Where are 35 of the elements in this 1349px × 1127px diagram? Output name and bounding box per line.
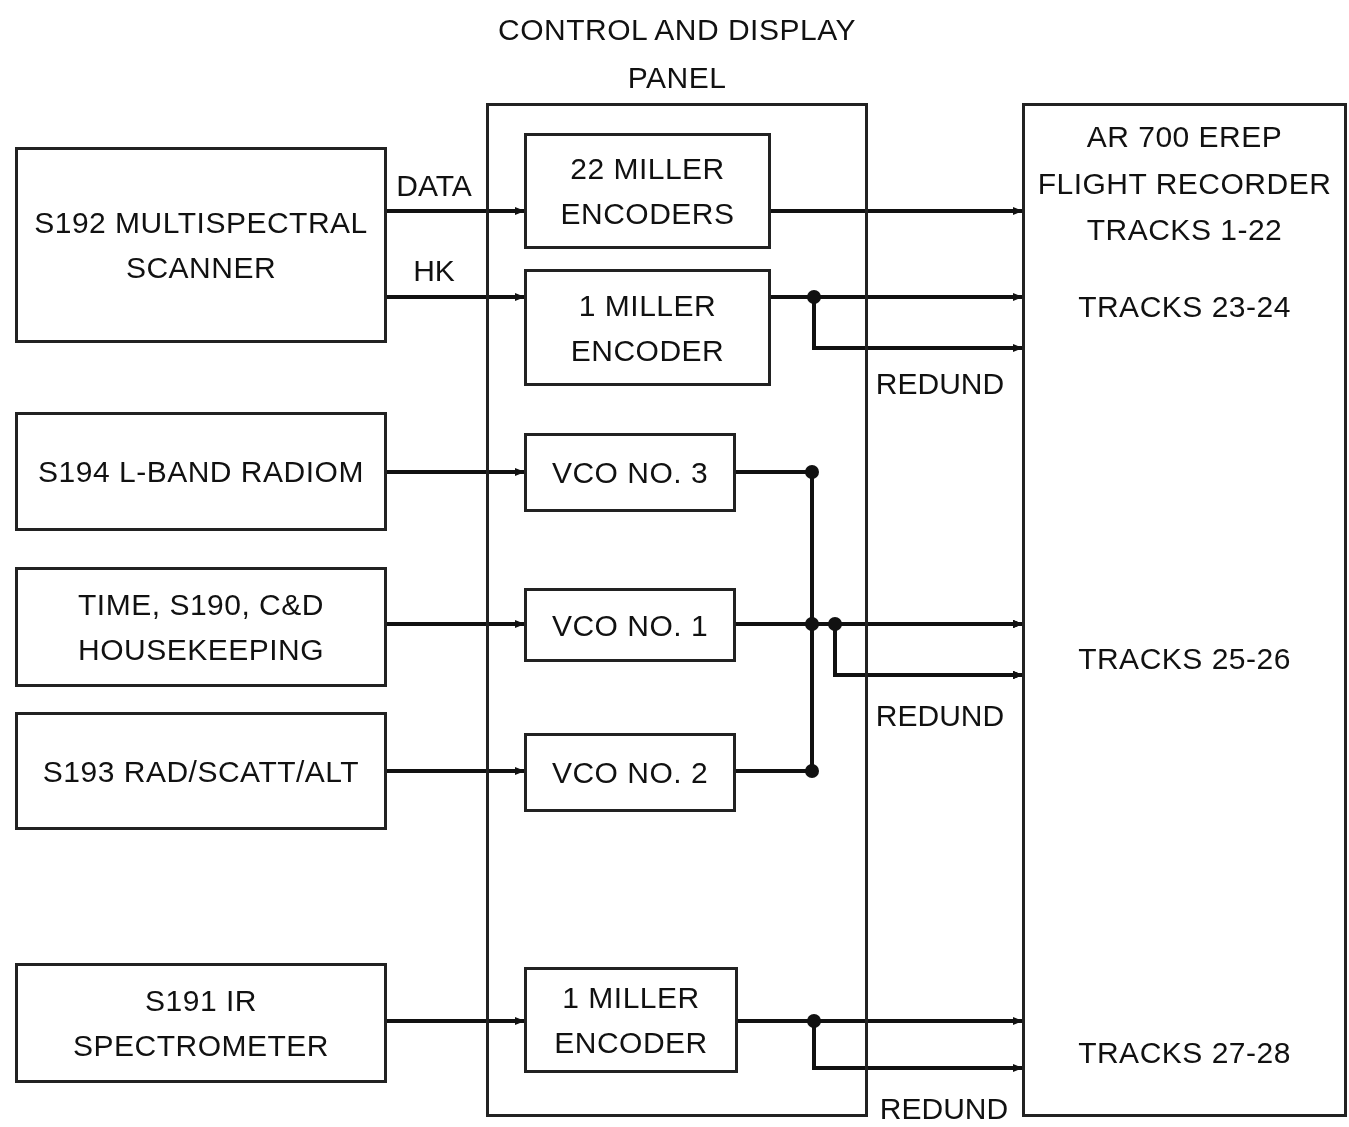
recorder-box	[1022, 103, 1347, 1117]
block-label: VCO NO. 3	[551, 455, 709, 491]
block-box	[524, 967, 738, 1073]
block-label: 1 MILLER ENCODER	[569, 287, 726, 369]
block-label: TRACKS 27-28	[1077, 1035, 1292, 1071]
block-box	[15, 712, 387, 830]
arrow	[387, 620, 525, 628]
block-box	[15, 567, 387, 687]
block-label: TRACKS 23-24	[1077, 289, 1292, 325]
block-box	[15, 963, 387, 1083]
block-box	[524, 733, 736, 812]
block-box	[524, 133, 771, 249]
block-label: VCO NO. 2	[551, 755, 709, 791]
arrow	[387, 767, 525, 775]
arrow	[771, 207, 1023, 215]
panel-heading: CONTROL AND DISPLAY PANEL	[497, 12, 857, 96]
block-box	[524, 588, 736, 662]
block-box	[15, 147, 387, 343]
block-box	[524, 269, 771, 386]
block-label: S192 MULTISPECTRAL SCANNER	[33, 205, 369, 286]
block-label: 1 MILLER ENCODER	[553, 980, 709, 1061]
block-label: 22 MILLER ENCODERS	[559, 151, 736, 232]
arrow	[387, 1017, 525, 1025]
arrow	[387, 293, 525, 301]
block-label: S193 RAD/SCATT/ALT	[42, 753, 360, 790]
block-label: S194 L-BAND RADIOM	[38, 454, 364, 490]
block-label: AR 700 EREP FLIGHT RECORDER TRACKS 1-22	[1036, 119, 1333, 248]
block-label: S191 IR SPECTROMETER	[72, 983, 330, 1064]
block-label: VCO NO. 1	[551, 607, 709, 644]
block-box	[524, 433, 736, 512]
block-box	[15, 412, 387, 531]
arrow	[387, 207, 525, 215]
block-label: TRACKS 25-26	[1077, 641, 1292, 677]
arrow	[387, 468, 525, 476]
block-label: TIME, S190, C&D HOUSEKEEPING	[76, 587, 326, 668]
